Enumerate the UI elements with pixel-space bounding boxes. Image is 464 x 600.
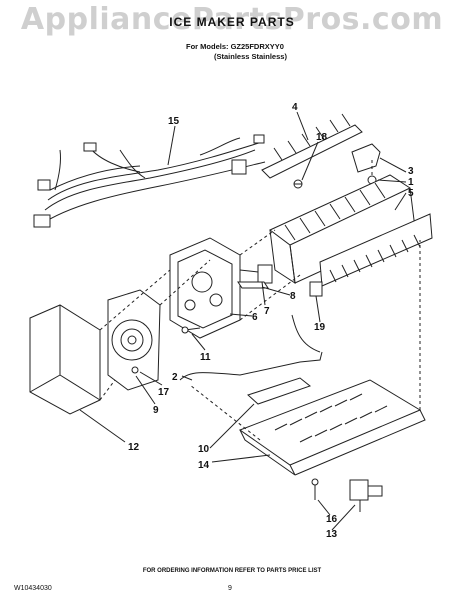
cover — [29, 304, 101, 415]
screw-9 — [131, 366, 139, 374]
models-line: For Models: GZ25FDRXYY0 — [186, 42, 284, 51]
motor-part-7 — [239, 264, 273, 284]
callout-13: 13 — [326, 529, 338, 540]
callout-10: 10 — [198, 444, 210, 455]
callout-5: 5 — [408, 188, 414, 199]
callout-1: 1 — [408, 177, 414, 188]
callout-3: 3 — [408, 166, 414, 177]
callout-18: 18 — [316, 132, 328, 143]
thermostat — [309, 281, 323, 297]
callout-4: 4 — [292, 102, 298, 113]
ordering-note: FOR ORDERING INFORMATION REFER TO PARTS … — [142, 568, 322, 574]
page-title: ICE MAKER PARTS — [169, 15, 295, 29]
callout-9: 9 — [153, 405, 159, 416]
callout-2: 2 — [172, 372, 178, 383]
callout-numbers: 15 4 18 3 1 5 7 8 6 19 11 2 17 9 12 10 1… — [128, 102, 414, 540]
shutoff-arm — [179, 314, 323, 381]
callout-8: 8 — [290, 291, 296, 302]
assembly-lines — [99, 160, 421, 441]
callout-6: 6 — [252, 312, 258, 323]
part-8 — [237, 281, 269, 289]
callout-12: 12 — [128, 442, 140, 453]
screw-11 — [181, 326, 201, 334]
callout-11: 11 — [200, 352, 211, 363]
base — [238, 379, 426, 476]
callout-19: 19 — [314, 322, 326, 333]
screw-18 — [293, 179, 303, 189]
screw-16 — [311, 478, 319, 500]
doc-number: W10434030 — [14, 585, 52, 592]
callout-17: 17 — [158, 387, 170, 398]
callout-16: 16 — [326, 514, 338, 525]
fill-cup — [247, 377, 312, 405]
water-valve — [349, 479, 383, 512]
callout-15: 15 — [168, 116, 180, 127]
page-number: 9 — [228, 585, 232, 592]
watermark: AppliancePartsPros.com — [20, 2, 444, 37]
callout-7: 7 — [264, 306, 270, 317]
mold — [269, 174, 416, 285]
callout-14: 14 — [198, 460, 210, 471]
leader-lines — [79, 111, 407, 531]
bracket-3 — [351, 143, 381, 173]
wire-harness — [33, 134, 266, 228]
finish-line: (Stainless Stainless) — [214, 52, 287, 61]
heater — [319, 213, 433, 287]
motor-module — [107, 289, 161, 391]
control-housing — [169, 237, 241, 339]
ejector — [261, 113, 363, 179]
